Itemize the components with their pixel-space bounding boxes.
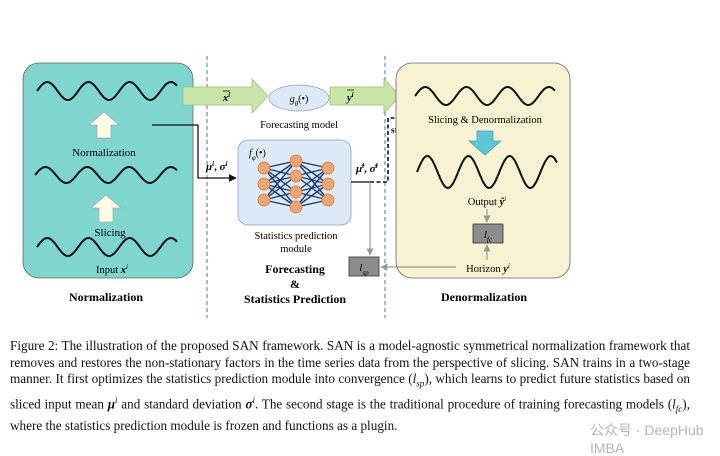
normalization-panel — [22, 62, 194, 279]
net-node — [289, 169, 303, 183]
label-y-bar: yi — [345, 91, 354, 104]
title-denormalization: Denormalization — [441, 290, 527, 304]
label-stat-module-2: module — [280, 244, 312, 255]
net-edge — [295, 167, 329, 193]
label-mu-sigma: μi, σi — [205, 160, 228, 173]
title-forecasting: Forecasting — [265, 262, 325, 276]
label-input: Input xi — [96, 263, 128, 276]
down-arrow-denorm-icon — [467, 130, 503, 156]
label-stat-module-1: Statistics prediction — [254, 231, 338, 242]
label-mu-sigma-hat: μ̂i, σ̂i — [355, 162, 379, 175]
net-node — [321, 193, 335, 207]
net-edge — [263, 160, 297, 185]
label-slicing: Slicing — [94, 227, 126, 239]
wave-forecast-raw — [414, 85, 556, 107]
wave-input — [36, 236, 178, 258]
net-edge — [295, 167, 329, 208]
figure-caption: Figure 2: The illustration of the propos… — [10, 338, 690, 434]
net-edge — [295, 183, 329, 208]
san-framework-figure: Normalization Slicing Input xi Normaliza… — [22, 56, 571, 318]
denormalization-panel — [395, 62, 571, 279]
net-edge — [263, 175, 297, 201]
title-stats-prediction: Statistics Prediction — [244, 292, 346, 306]
title-normalization: Normalization — [69, 290, 143, 304]
net-node — [289, 154, 303, 168]
label-lsp: lsp — [359, 263, 369, 277]
arrow-input-stats — [152, 124, 237, 182]
net-node — [257, 177, 271, 191]
label-x-bar: xi — [222, 91, 230, 104]
label-lfc: lfc — [484, 230, 493, 244]
net-edge — [263, 160, 297, 201]
lfc-loss-box — [472, 223, 504, 244]
net-node — [289, 200, 303, 214]
label-stat-fn: fφ(•) — [249, 148, 266, 162]
label-normalization: Normalization — [72, 147, 136, 159]
up-arrow-slicing-icon — [89, 194, 123, 223]
green-arrow-output — [329, 77, 401, 115]
neural-net-icon — [257, 154, 335, 214]
label-model-fn: gθ(•) — [290, 94, 309, 108]
label-output: Output ŷi — [468, 195, 506, 208]
stop-gradient-path — [370, 113, 431, 183]
wave-sliced — [34, 165, 178, 185]
net-node — [289, 185, 303, 199]
label-forecasting-model: Forecasting model — [260, 120, 338, 131]
green-arrow-input — [182, 77, 269, 115]
label-slicing-denorm: Slicing & Denormalization — [428, 115, 542, 126]
net-node — [321, 177, 335, 191]
net-node — [321, 161, 335, 175]
wave-output — [416, 154, 558, 190]
up-arrow-normalization-icon — [87, 111, 121, 139]
label-horizon: Horizon yi — [466, 262, 510, 275]
net-node — [257, 193, 271, 207]
lsp-loss-box — [348, 256, 380, 277]
net-node — [257, 161, 271, 175]
watermark: 公众号 · DeepHub IMBA — [590, 422, 704, 456]
wave-normalized — [36, 80, 178, 102]
forecasting-model-node — [268, 84, 330, 112]
title-ampersand: & — [290, 277, 300, 291]
